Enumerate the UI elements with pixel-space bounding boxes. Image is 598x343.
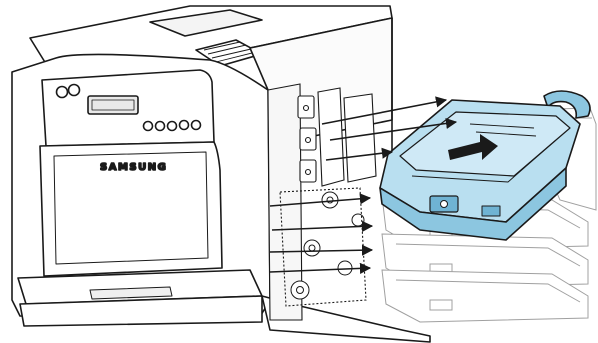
round-button-icon bbox=[69, 85, 80, 96]
ghost-cartridge bbox=[382, 270, 588, 322]
brand-label: SAMSUNG bbox=[100, 162, 167, 173]
round-button-icon bbox=[180, 121, 189, 130]
round-button-icon bbox=[156, 122, 165, 131]
round-button-icon bbox=[168, 122, 177, 131]
lcd-display bbox=[88, 96, 138, 114]
round-button-icon bbox=[192, 121, 201, 130]
round-button-icon bbox=[57, 87, 68, 98]
gear-icon bbox=[291, 192, 364, 299]
round-button-icon bbox=[144, 122, 153, 131]
